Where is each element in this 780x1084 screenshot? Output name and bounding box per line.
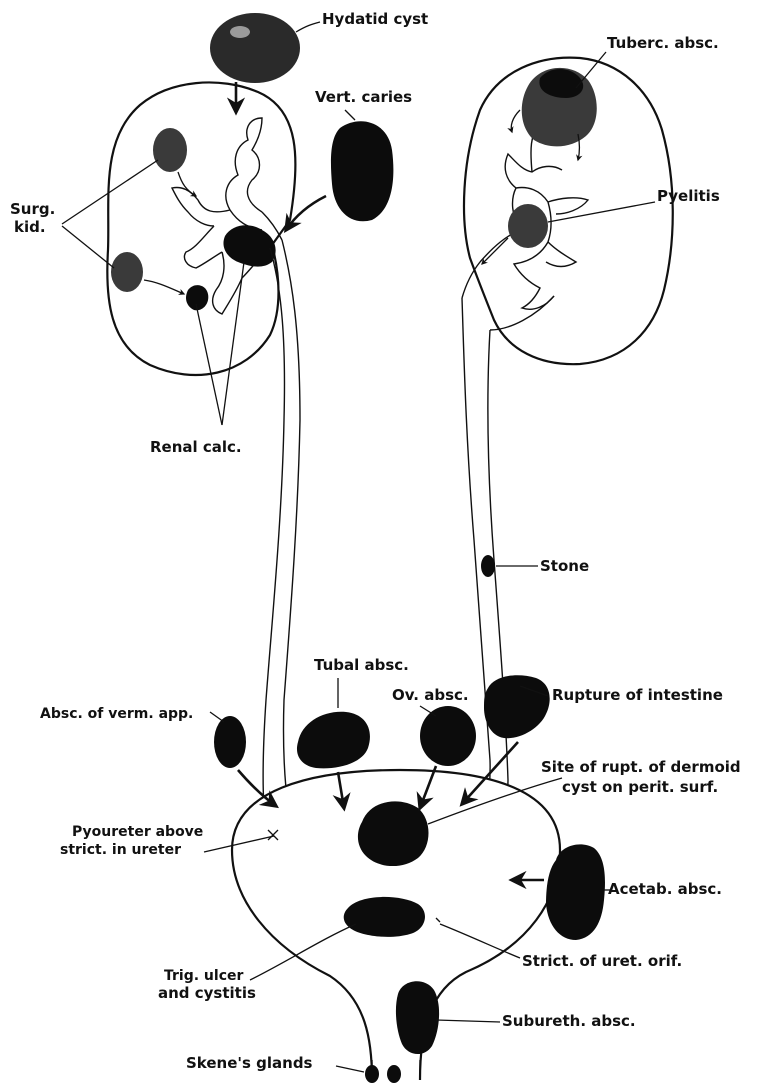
- label-pyoureter-2: strict. in ureter: [60, 842, 181, 858]
- bladder: [232, 770, 560, 1080]
- verm-app-group: Absc. of verm. app.: [40, 706, 276, 806]
- ureteric-stone: [481, 555, 495, 577]
- label-site-rupt-1: Site of rupt. of dermoid: [541, 758, 741, 776]
- leader-subureth-absc: [436, 1020, 500, 1022]
- verm-app-lesion: [214, 716, 246, 768]
- trigone-ulcer: [344, 897, 425, 937]
- skenes-gland-left: [365, 1065, 379, 1083]
- leader-hydatid-cyst: [296, 22, 320, 32]
- vert-caries-lesion: [331, 121, 393, 221]
- label-pyoureter-1: Pyoureter above: [72, 824, 203, 840]
- skenes-glands-group: Skene's glands: [186, 1054, 401, 1083]
- label-pyelitis: Pyelitis: [657, 187, 720, 205]
- hydatid-cyst: [210, 13, 300, 83]
- label-skenes-glands: Skene's glands: [186, 1054, 313, 1072]
- label-tubal-absc: Tubal absc.: [314, 656, 409, 674]
- label-surg-kid-2: kid.: [14, 218, 46, 236]
- skenes-gland-right: [387, 1065, 401, 1083]
- rupture-intestine-lesion: [484, 675, 550, 738]
- tubal-absc-lesion: [297, 712, 370, 769]
- label-trig-ulcer-2: and cystitis: [158, 984, 256, 1002]
- ov-absc-lesion: [420, 706, 476, 766]
- label-acetab-absc: Acetab. absc.: [608, 880, 722, 898]
- label-hydatid-cyst: Hydatid cyst: [322, 10, 428, 28]
- leader-verm-app: [210, 712, 224, 722]
- label-absc-verm-app: Absc. of verm. app.: [40, 706, 193, 722]
- label-strict-uret-orif: Strict. of uret. orif.: [522, 952, 682, 970]
- label-renal-calc: Renal calc.: [150, 438, 242, 456]
- subureth-absc-lesion: [396, 981, 439, 1054]
- leader-surg-kid-lower: [62, 226, 114, 268]
- label-ov-absc: Ov. absc.: [392, 686, 469, 704]
- label-stone: Stone: [540, 557, 589, 575]
- label-trig-ulcer-1: Trig. ulcer: [164, 968, 243, 984]
- leader-skenes-glands: [336, 1066, 364, 1072]
- vert-caries-group: Vert. caries: [286, 88, 412, 230]
- left-kidney-lower-lesion: [111, 252, 143, 292]
- subureth-absc-group: Subureth. absc.: [396, 981, 636, 1054]
- label-subureth-absc: Subureth. absc.: [502, 1012, 636, 1030]
- right-kidney: Tuberc. absc. Pyelitis: [462, 34, 720, 364]
- label-tuberc-absc: Tuberc. absc.: [607, 34, 719, 52]
- label-rupture-intestine: Rupture of intestine: [552, 686, 723, 704]
- left-kidney-upper-lesion: [153, 128, 187, 172]
- leader-vert-caries: [345, 110, 355, 120]
- label-vert-caries: Vert. caries: [315, 88, 412, 106]
- label-surg-kid-1: Surg.: [10, 200, 55, 218]
- pyelitis-lesion: [508, 204, 548, 248]
- hydatid-cyst-highlight: [230, 26, 250, 38]
- label-site-rupt-2: cyst on perit. surf.: [562, 778, 718, 796]
